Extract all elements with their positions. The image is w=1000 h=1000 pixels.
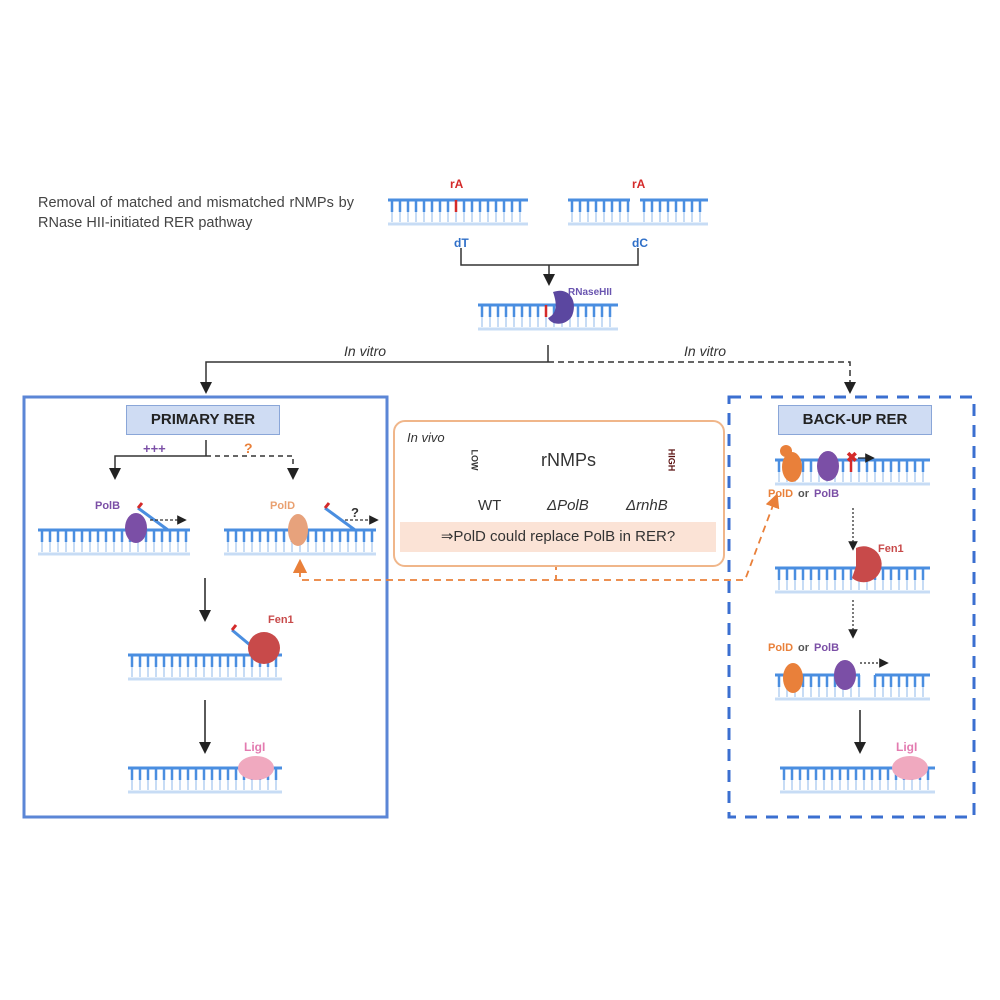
pold-label: PolD xyxy=(270,500,296,512)
fen1-label: Fen1 xyxy=(268,614,294,626)
dna-rnasehii xyxy=(478,303,618,331)
connector-to-pold-backup xyxy=(556,493,780,581)
polb-label-backup: PolB xyxy=(814,488,840,500)
in-vitro-label-right: In vitro xyxy=(684,343,727,359)
blocked-x-icon: ✖ xyxy=(846,449,858,465)
pold-uncertain-label: ? xyxy=(244,440,253,456)
primary-rer-title: PRIMARY RER xyxy=(126,405,280,435)
dt-label: dT xyxy=(454,236,469,250)
dc-label: dC xyxy=(632,236,648,250)
dna-backup-lig1 xyxy=(780,766,935,794)
rnasehii-label: RNaseHII xyxy=(568,287,612,298)
polb-enzyme xyxy=(125,513,147,543)
fen1-label-backup: Fen1 xyxy=(878,543,904,555)
pold-label-backup: PolD xyxy=(768,488,794,500)
polb-enzyme-backup-2 xyxy=(834,660,856,690)
polb-strength-label: +++ xyxy=(143,441,166,456)
flap-pold xyxy=(324,506,356,532)
dna-fen1-step xyxy=(128,653,282,681)
branch-arrow-primary xyxy=(200,361,548,394)
merge-bracket xyxy=(460,248,639,266)
or-label-backup: or xyxy=(798,488,809,500)
genotype-dpolb: ΔPolB xyxy=(547,497,589,514)
diagram-title: Removal of matched and mismatched rNMPs … xyxy=(38,195,354,231)
arrow-to-polb xyxy=(109,455,206,480)
arrow-to-pold xyxy=(206,455,299,480)
pold-activity-question: ? xyxy=(351,505,359,520)
dna-polb-step xyxy=(38,528,190,556)
rnmps-label: rNMPs xyxy=(541,450,596,470)
branch-arrow-backup xyxy=(548,361,856,394)
pold-enzyme xyxy=(288,514,308,546)
low-label: LOW xyxy=(469,449,480,471)
primary-rer-box xyxy=(22,395,389,819)
ra-label-2: rA xyxy=(632,177,646,191)
polb-label-backup-2: PolB xyxy=(814,642,840,654)
in-vivo-label: In vivo xyxy=(407,430,445,445)
dna-substrate-dt xyxy=(388,198,528,226)
question-banner: ⇒PolD could replace PolB in RER? xyxy=(400,522,716,552)
rnasehii-enzyme xyxy=(548,290,574,324)
dna-substrate-dc xyxy=(568,198,708,226)
dna-backup-fen1 xyxy=(775,566,930,594)
polb-enzyme-backup xyxy=(817,451,839,481)
lig1-enzyme-backup xyxy=(892,756,928,780)
ra-label-1: rA xyxy=(450,177,464,191)
polb-label: PolB xyxy=(95,500,121,512)
genotype-drnhb: ΔrnhB xyxy=(626,497,668,514)
pold-enzyme-backup xyxy=(782,452,802,482)
lig1-label: LigI xyxy=(244,740,266,754)
flap-polb xyxy=(137,506,169,532)
pold-label-backup-2: PolD xyxy=(768,642,794,654)
connector-to-pold-primary xyxy=(292,558,557,581)
dna-lig1-step xyxy=(128,766,282,794)
or-label-backup-2: or xyxy=(798,642,809,654)
pold-enzyme-backup-2 xyxy=(783,663,803,693)
fen1-enzyme-backup xyxy=(852,546,882,583)
lig1-label-backup: LigI xyxy=(896,740,918,754)
high-label: HIGH xyxy=(666,448,677,472)
backup-rer-title: BACK-UP RER xyxy=(778,405,932,435)
lig1-enzyme xyxy=(238,756,274,780)
genotype-wt: WT xyxy=(478,497,502,514)
in-vitro-label-left: In vitro xyxy=(344,343,387,359)
fen1-enzyme xyxy=(248,632,280,664)
backup-rer-box xyxy=(727,395,976,819)
